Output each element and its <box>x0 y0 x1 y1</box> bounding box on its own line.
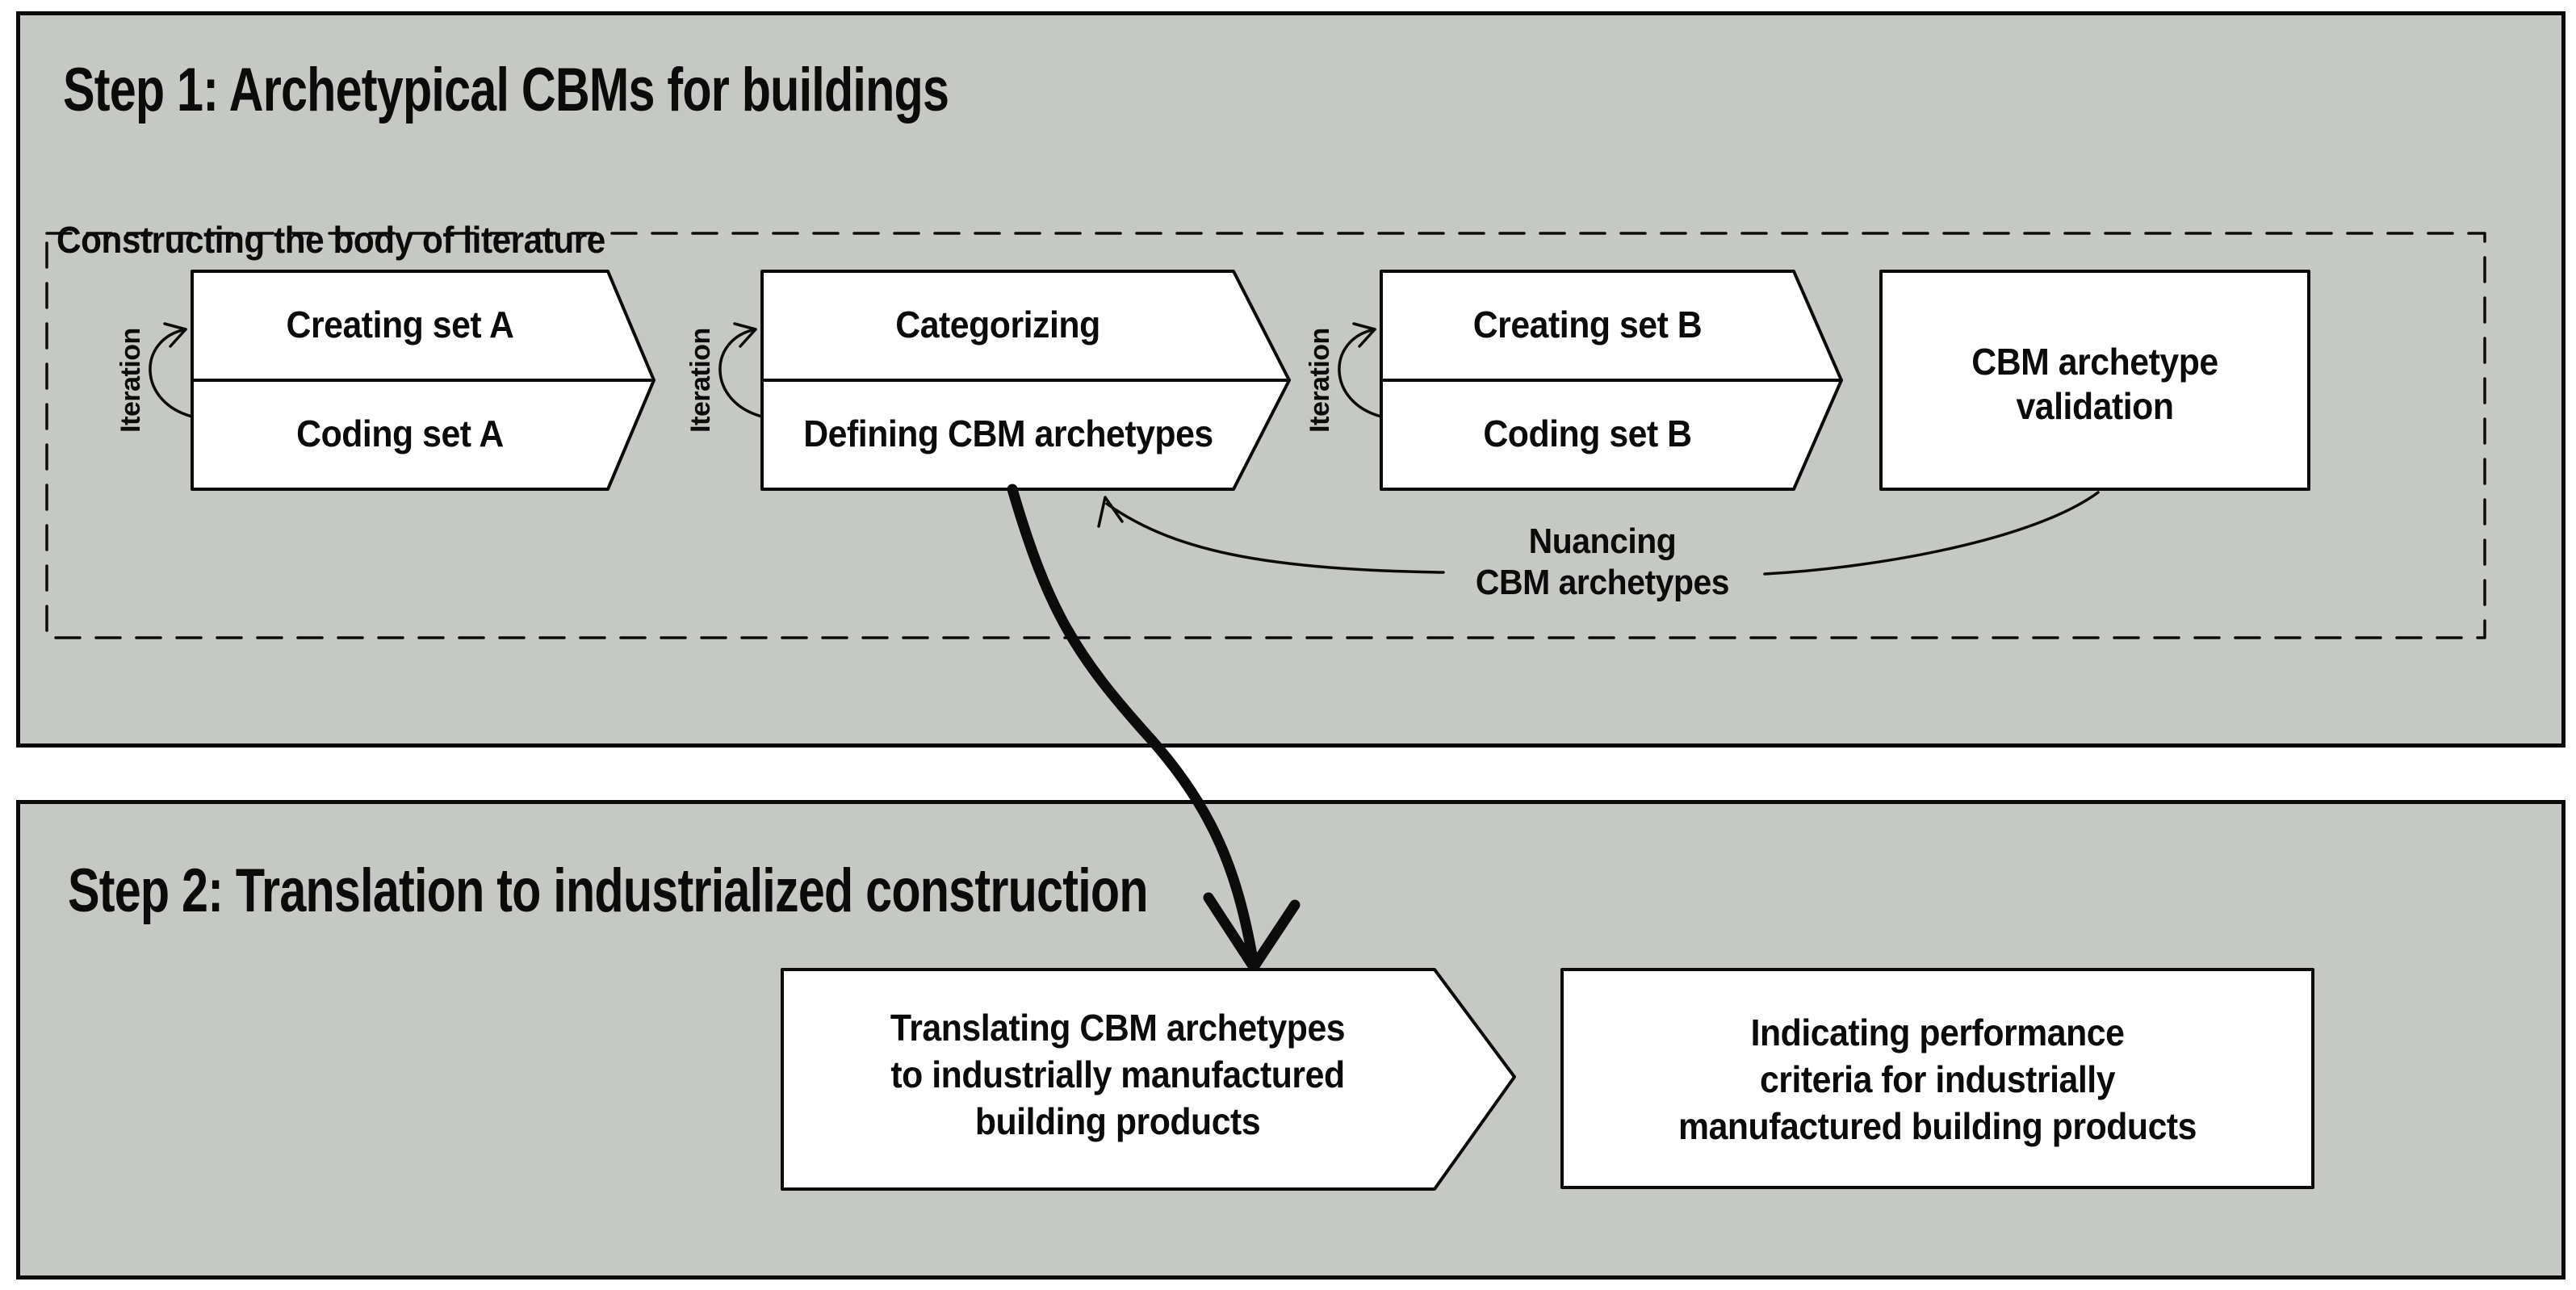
validation-box-label-line1: CBM archetype <box>1971 341 2218 383</box>
iteration-arrow-set-a <box>149 322 194 418</box>
translating-box-label-line3: building products <box>974 1100 1261 1142</box>
literature-group-outline <box>45 232 2486 639</box>
nuancing-label: Nuancing CBM archetypes <box>1389 521 1816 603</box>
iteration-label-set-b: Iteration <box>1305 328 1335 433</box>
process-box-categorizing-bottom-label: Defining CBM archetypes <box>803 413 1213 454</box>
indicating-box-label: Indicating performance criteria for indu… <box>1589 1009 2287 1150</box>
nuancing-label-line2: CBM archetypes <box>1475 563 1730 602</box>
indicating-box-shape <box>1560 968 2314 1189</box>
literature-group-label: Constructing the body of literature <box>57 219 605 261</box>
process-box-set-b-bottom-label: Coding set B <box>1483 413 1692 454</box>
process-box-set-a-bottom-label: Coding set A <box>296 413 504 454</box>
nuancing-arrow <box>1097 491 2100 576</box>
step1-title: Step 1: Archetypical CBMs for buildings <box>63 56 949 124</box>
process-box-set-a-top-label: Creating set A <box>286 304 514 346</box>
process-box-categorizing-top-label: Categorizing <box>895 304 1100 346</box>
translating-box-shape <box>781 968 1516 1191</box>
validation-box-label-line2: validation <box>2016 385 2174 427</box>
indicating-box-label-line1: Indicating performance <box>1750 1011 2125 1053</box>
iteration-label-categorizing: Iteration <box>685 328 716 433</box>
validation-box-label: CBM archetype validation <box>1896 340 2294 429</box>
iteration-arrow-categorizing <box>718 322 764 418</box>
indicating-box-label-line2: criteria for industrially <box>1759 1058 2116 1100</box>
translating-box-label-line2: to industrially manufactured <box>890 1053 1345 1095</box>
process-box-set-b-top-label: Creating set B <box>1472 304 1703 346</box>
iteration-label-set-a: Iteration <box>115 328 146 433</box>
translating-box-label-line1: Translating CBM archetypes <box>890 1007 1346 1049</box>
step-transition-arrow <box>1007 484 1301 973</box>
step2-title: Step 2: Translation to industrialized co… <box>68 857 1149 925</box>
translating-box-label: Translating CBM archetypes to industrial… <box>806 1004 1430 1145</box>
indicating-box-label-line3: manufactured building products <box>1678 1105 2197 1147</box>
validation-box-shape <box>1879 270 2310 491</box>
iteration-arrow-set-b <box>1338 322 1383 418</box>
nuancing-label-line1: Nuancing <box>1528 521 1677 561</box>
